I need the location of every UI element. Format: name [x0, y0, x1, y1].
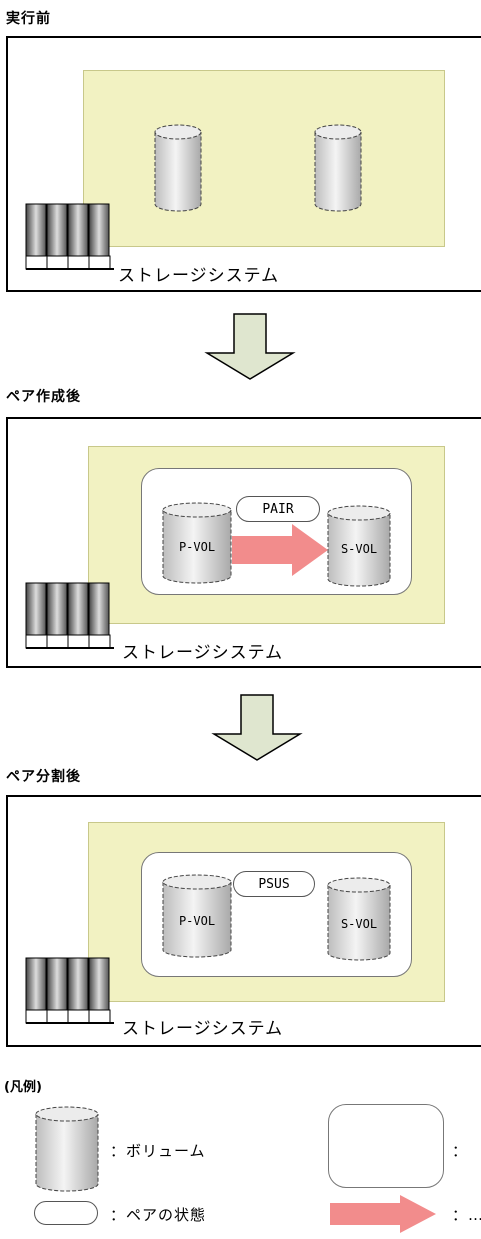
stage1-volume-right — [314, 124, 362, 212]
stage3-storage-label: ストレージシステム — [122, 1019, 284, 1039]
stage3-pvol-label: P-VOL — [178, 914, 216, 928]
legend-pair-box-icon — [328, 1104, 444, 1188]
stage3-svol-icon — [327, 877, 391, 961]
flow-down-arrow-2 — [211, 694, 303, 761]
stage2-svol-label: S-VOL — [340, 542, 378, 556]
stage1-title: 実行前 — [6, 11, 51, 27]
stage1-storage-panel — [83, 70, 445, 247]
legend-arrow-label: ：… — [452, 1206, 481, 1224]
stage1-volume-left — [154, 124, 202, 212]
stage2-title: ペア作成後 — [6, 389, 81, 405]
stage1-storage-system-icon — [25, 203, 114, 270]
stage1-storage-label: ストレージシステム — [118, 266, 280, 286]
stage2-pvol-icon — [162, 502, 232, 584]
legend-pair-state-label: ：ペアの状態 — [110, 1206, 207, 1224]
stage2-svol-icon — [327, 505, 391, 587]
stage2-copy-arrow — [232, 524, 328, 576]
stage3-title: ペア分割後 — [6, 769, 81, 785]
stage2-storage-label: ストレージシステム — [122, 643, 284, 663]
stage3-pvol-icon — [162, 874, 232, 958]
legend-volume-icon — [35, 1106, 99, 1192]
legend-pair-state-icon — [34, 1201, 98, 1225]
stage3-pair-status-pill: PSUS — [233, 871, 315, 897]
legend-volume-label: ：ボリューム — [110, 1142, 206, 1160]
legend-pair-box-label: ： — [452, 1142, 469, 1160]
legend-copy-arrow-icon — [330, 1195, 436, 1233]
stage3-svol-label: S-VOL — [340, 917, 378, 931]
stage2-storage-system-icon — [25, 582, 114, 649]
stage2-pair-status-pill: PAIR — [236, 496, 320, 522]
legend-title: (凡例) — [4, 1080, 42, 1095]
stage3-storage-system-icon — [25, 957, 114, 1024]
stage2-pvol-label: P-VOL — [178, 540, 216, 554]
flow-down-arrow-1 — [204, 313, 296, 380]
